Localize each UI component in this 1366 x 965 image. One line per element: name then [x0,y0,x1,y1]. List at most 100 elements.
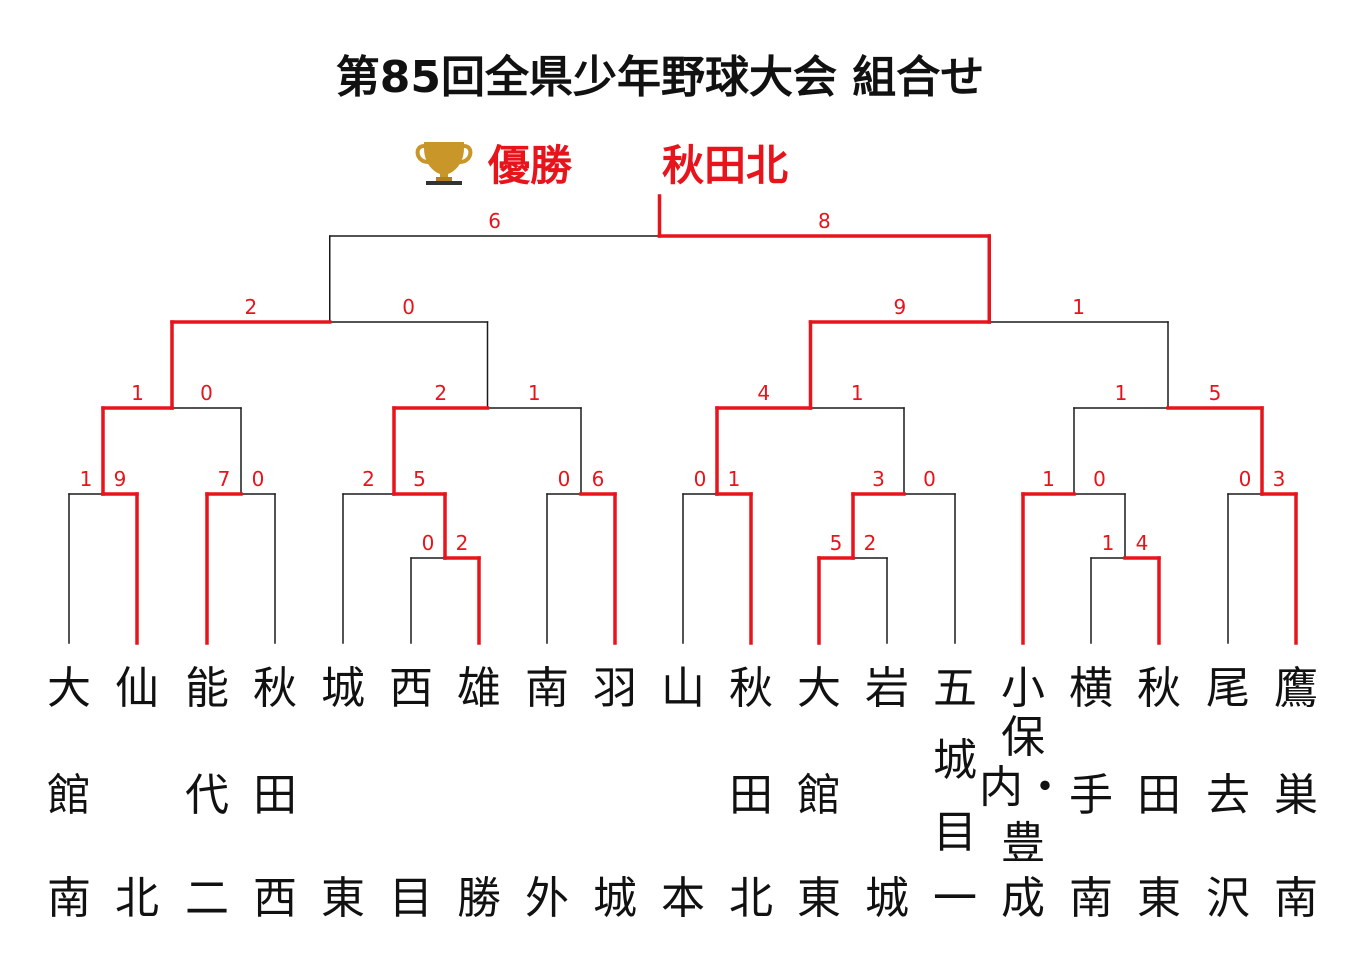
team-label: 秋田北 [729,663,773,924]
match-score: 0 [923,467,936,491]
team-label: 西目 [389,663,433,924]
team-label-char: 本 [661,873,705,924]
match-score: 1 [1102,531,1115,555]
match-score: 2 [434,381,447,405]
match-score: 1 [728,467,741,491]
match-score: 1 [80,467,93,491]
match-score: 1 [528,381,541,405]
team-label-char: 東 [1137,873,1181,924]
champion-team: 秋田北 [662,141,788,190]
page-title: 第85回全県少年野球大会 組合せ [336,52,985,103]
team-label-char: 二 [185,873,229,924]
team-label-char: 秋 [729,663,773,714]
team-label-char: 一 [933,873,977,924]
match-score: 5 [413,467,426,491]
team-label-char: 南 [1069,873,1113,924]
loser-lines [68,235,1263,644]
match-score: 2 [362,467,375,491]
team-label-char: 東 [797,873,841,924]
match-score: 1 [1042,467,1055,491]
match-score: 5 [830,531,843,555]
team-label-char: 北 [115,873,159,924]
team-label: 能代二 [185,663,229,924]
bracket-lines [68,194,1298,645]
team-label-char: 豊 [1001,818,1045,869]
team-label-char: 秋 [253,663,297,714]
team-label-char: 館 [797,770,841,821]
team-label-char: 羽 [593,663,637,714]
team-label-char: 尾 [1206,663,1250,714]
team-label-char: 田 [729,770,773,821]
team-label: 尾去沢 [1206,663,1250,924]
team-label-char: 岩 [865,663,909,714]
team-label: 雄勝 [457,663,501,924]
team-label: 秋田西 [253,663,297,924]
team-label-char: 仙 [115,663,159,714]
team-label-char: 保 [1001,712,1045,763]
team-list: 大館南仙北能代二秋田西城東西目雄勝南外羽城山本秋田北大館東岩城五城目一小保内・豊… [47,663,1318,924]
team-label-char: 西 [253,873,297,924]
match-score: 2 [456,531,469,555]
team-label: 鷹巣南 [1274,663,1318,924]
team-label-char: 北 [729,873,773,924]
match-score: 4 [1136,531,1149,555]
team-label: 南外 [525,663,569,924]
match-score: 2 [245,295,258,319]
team-label-char: 南 [47,873,91,924]
match-score: 1 [1115,381,1128,405]
match-score: 0 [1093,467,1106,491]
team-label-char: 去 [1206,770,1250,821]
team-label: 仙北 [115,663,159,924]
team-label-char: 小 [1001,663,1045,714]
team-label-char: 五 [933,663,977,714]
team-label-char: 内・ [979,762,1067,813]
team-label-char: 城 [865,873,909,924]
match-score: 9 [894,295,907,319]
team-label: 大館東 [797,663,841,924]
champion-label: 優勝 [487,141,573,190]
match-score: 0 [558,467,571,491]
champion-banner: 優勝 秋田北 [415,141,788,190]
team-label-char: 田 [253,770,297,821]
team-label-char: 雄 [457,663,501,714]
team-label-char: 城 [593,873,637,924]
team-label-char: 東 [321,873,365,924]
match-score: 6 [488,209,501,233]
team-label-char: 沢 [1206,873,1250,924]
team-label-char: 山 [661,663,705,714]
team-label-char: 横 [1069,663,1113,714]
match-score: 1 [1072,295,1085,319]
team-label-char: 大 [797,663,841,714]
team-label-char: 館 [47,770,91,821]
team-label-char: 南 [1274,873,1318,924]
match-score: 0 [1239,467,1252,491]
team-label: 秋田東 [1137,663,1181,924]
match-score: 6 [592,467,605,491]
match-score: 3 [1273,467,1286,491]
team-label-char: 成 [1001,873,1045,924]
match-score: 0 [252,467,265,491]
match-score: 0 [402,295,415,319]
match-score: 0 [200,381,213,405]
team-label: 岩城 [865,663,909,924]
team-label: 大館南 [47,663,91,924]
team-label-char: 勝 [457,873,501,924]
match-score: 0 [422,531,435,555]
trophy-icon [415,142,473,185]
team-label-char: 城 [933,735,977,786]
team-label-char: 能 [185,663,229,714]
match-score: 8 [818,209,831,233]
team-label: 城東 [321,663,365,924]
match-score: 2 [864,531,877,555]
team-label-char: 目 [389,873,433,924]
match-score: 0 [694,467,707,491]
team-label: 羽城 [593,663,637,924]
team-label-char: 手 [1069,770,1113,821]
team-label-char: 鷹 [1274,663,1318,714]
winner-lines [101,194,1298,645]
team-label-char: 外 [525,873,569,924]
team-label-char: 城 [321,663,365,714]
